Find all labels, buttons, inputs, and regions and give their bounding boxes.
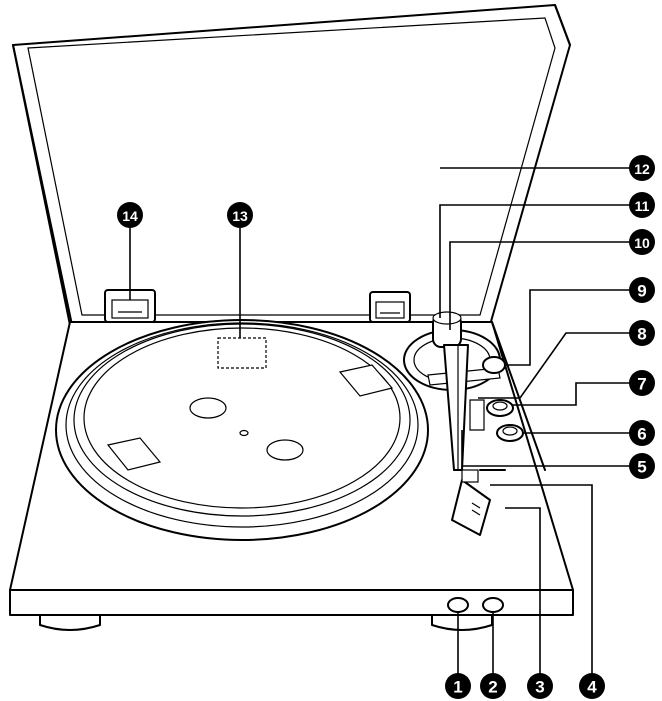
callout-7: 7 <box>629 370 655 396</box>
callout-6-label: 6 <box>637 425 646 444</box>
callout-2: 2 <box>480 673 506 699</box>
tonearm <box>403 311 506 536</box>
callout-9-label: 9 <box>637 282 646 301</box>
callout-8: 8 <box>629 320 655 346</box>
callout-12: 12 <box>629 155 655 181</box>
leader-lines <box>129 167 630 675</box>
callout-14: 14 <box>117 202 143 228</box>
callout-1-label: 1 <box>453 678 462 697</box>
callout-4-label: 4 <box>587 678 597 697</box>
callout-4: 4 <box>579 673 605 699</box>
callout-14-label: 14 <box>122 208 138 224</box>
callout-6: 6 <box>629 420 655 446</box>
callout-5: 5 <box>629 453 655 479</box>
callout-10: 10 <box>629 229 655 255</box>
dust-cover <box>12 4 571 326</box>
callout-13-label: 13 <box>232 208 248 224</box>
callout-7-label: 7 <box>637 375 646 394</box>
callout-13: 13 <box>227 202 253 228</box>
callout-11-label: 11 <box>635 198 650 214</box>
callout-5-label: 5 <box>637 458 646 477</box>
callout-2-label: 2 <box>488 678 497 697</box>
callout-1: 1 <box>445 673 471 699</box>
hinge-right <box>369 291 411 323</box>
callout-11: 11 <box>629 192 655 218</box>
controls <box>447 399 524 613</box>
callout-9: 9 <box>629 277 655 303</box>
callout-3-label: 3 <box>535 678 544 697</box>
callout-10-label: 10 <box>634 235 650 251</box>
platter <box>55 319 429 541</box>
callout-12-label: 12 <box>634 161 650 177</box>
callout-8-label: 8 <box>637 325 646 344</box>
hinge-left <box>104 289 156 323</box>
callout-3: 3 <box>527 673 553 699</box>
